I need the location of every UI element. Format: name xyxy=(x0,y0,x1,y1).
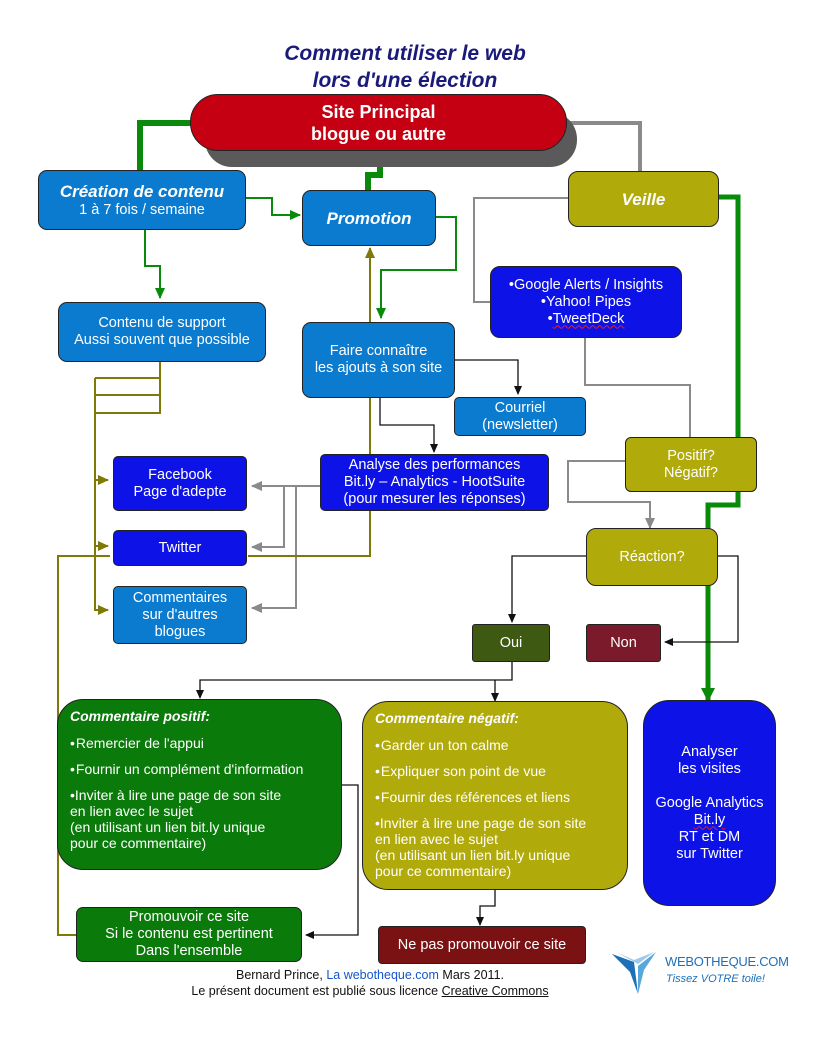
webotheque-logo-icon xyxy=(612,952,656,994)
analyser-node: Analyser les visites Google Analytics Bi… xyxy=(643,700,776,906)
promotion-node: Promotion xyxy=(302,190,436,246)
positif-line2: Négatif? xyxy=(663,464,718,481)
comment-positive-last-line: Inviter à lire une page de son site xyxy=(74,787,282,803)
courriel-node: Courriel (newsletter) xyxy=(454,397,586,436)
google-line3-text: TweetDeck xyxy=(552,310,625,327)
google-line1: •Google Alerts / Insights xyxy=(508,276,664,293)
comment-negative-last: •Inviter à lire une page de son site en … xyxy=(375,815,617,879)
facebook-line2: Page d'adepte xyxy=(133,483,227,500)
promotion-title: Promotion xyxy=(326,208,412,228)
support-line2: Aussi souvent que possible xyxy=(74,332,250,348)
google-line2-text: Yahoo! Pipes xyxy=(545,293,632,310)
promouvoir-node: Promouvoir ce site Si le contenu est per… xyxy=(76,907,302,962)
reaction-label: Réaction? xyxy=(619,548,685,565)
comment-negative-last-line: en lien avec le sujet xyxy=(375,831,498,847)
comment-positive-item: Fournir un complément d'information xyxy=(70,761,331,777)
comment-negative-header: Commentaire négatif: xyxy=(375,710,519,726)
credit-license-link[interactable]: Creative Commons xyxy=(441,984,549,998)
main-site-node: Site Principal blogue ou autre xyxy=(190,94,567,151)
facebook-node: Facebook Page d'adepte xyxy=(113,456,247,511)
comment-positive-last: •Inviter à lire une page de son site en … xyxy=(70,787,331,851)
creation-sub: 1 à 7 fois / semaine xyxy=(79,202,205,218)
twitter-node: Twitter xyxy=(113,530,247,566)
courriel-line1: Courriel xyxy=(494,399,546,416)
google-line3: •TweetDeck xyxy=(547,310,625,327)
credit-date: Mars 2011. xyxy=(442,968,505,982)
support-line1: Contenu de support xyxy=(98,315,226,331)
ne-pas-node: Ne pas promouvoir ce site xyxy=(378,926,586,964)
main-site-line1: Site Principal xyxy=(321,101,436,122)
google-line1-text: Google Alerts / Insights xyxy=(513,276,664,293)
analyse-line3: (pour mesurer les réponses) xyxy=(343,491,526,507)
credit-site-link[interactable]: La webotheque.com xyxy=(326,968,439,982)
comment-positive-last-line: pour ce commentaire) xyxy=(70,835,207,851)
comment-negative-item: Expliquer son point de vue xyxy=(375,763,617,779)
faire-line2: les ajouts à son site xyxy=(314,360,443,376)
veille-title: Veille xyxy=(621,189,666,209)
non-label: Non xyxy=(610,634,637,651)
comment-negative-node: Commentaire négatif: Garder un ton calme… xyxy=(362,701,628,890)
analyse-line1: Analyse des performances xyxy=(348,457,521,473)
courriel-line2: (newsletter) xyxy=(482,416,558,433)
faire-line1: Faire connaître xyxy=(329,343,428,359)
oui-label: Oui xyxy=(499,634,523,651)
support-node: Contenu de support Aussi souvent que pos… xyxy=(58,302,266,362)
analyser-line1: Analyser xyxy=(681,743,738,760)
comment-positive-header: Commentaire positif: xyxy=(70,708,211,724)
analyser-line3: Google Analytics xyxy=(655,794,764,811)
commentaires-line1: Commentaires xyxy=(132,589,228,606)
comment-positive-item: Remercier de l'appui xyxy=(70,735,331,751)
facebook-line1: Facebook xyxy=(148,466,212,483)
promouvoir-line3: Dans l'ensemble xyxy=(135,943,243,959)
creation-node: Création de contenu 1 à 7 fois / semaine xyxy=(38,170,246,230)
reaction-node: Réaction? xyxy=(586,528,718,586)
commentaires-line3: blogues xyxy=(154,623,206,640)
positif-line1: Positif? xyxy=(667,447,715,464)
webotheque-logo: WEBOTHEQUE.COM Tissez VOTRE toile! xyxy=(608,948,789,998)
veille-node: Veille xyxy=(568,171,719,227)
logo-tagline: Tissez VOTRE toile! xyxy=(666,973,765,985)
analyser-line5: RT et DM xyxy=(678,828,741,845)
positif-node: Positif? Négatif? xyxy=(625,437,757,492)
comment-negative-item: Fournir des références et liens xyxy=(375,789,617,805)
title-line2: lors d'une élection xyxy=(312,69,498,92)
comment-positive-last-line: (en utilisant un lien bit.ly unique xyxy=(70,819,266,835)
analyser-line4: Bit.ly xyxy=(693,811,726,828)
promouvoir-line2: Si le contenu est pertinent xyxy=(105,926,273,942)
comment-negative-last-line: (en utilisant un lien bit.ly unique xyxy=(375,847,571,863)
main-site-line2: blogue ou autre xyxy=(311,123,446,144)
non-node: Non xyxy=(586,624,661,662)
comment-positive-node: Commentaire positif: Remercier de l'appu… xyxy=(57,699,342,870)
twitter-label: Twitter xyxy=(158,539,202,556)
comment-negative-item: Garder un ton calme xyxy=(375,737,617,753)
analyser-line6: sur Twitter xyxy=(676,845,743,862)
analyse-node: Analyse des performances Bit.ly – Analyt… xyxy=(320,454,549,511)
comment-positive-last-line: en lien avec le sujet xyxy=(70,803,193,819)
credit-text: Bernard Prince, La webotheque.com Mars 2… xyxy=(160,967,580,999)
promouvoir-line1: Promouvoir ce site xyxy=(128,909,250,925)
commentaires-line2: sur d'autres xyxy=(142,606,218,623)
google-line2: •Yahoo! Pipes xyxy=(540,293,632,310)
oui-node: Oui xyxy=(472,624,550,662)
analyse-line2: Bit.ly – Analytics - HootSuite xyxy=(343,474,526,490)
title-line1: Comment utiliser le web xyxy=(284,42,526,65)
ne-pas-label: Ne pas promouvoir ce site xyxy=(397,936,567,953)
credit-author: Bernard Prince, xyxy=(235,968,323,982)
google-tools-node: •Google Alerts / Insights •Yahoo! Pipes … xyxy=(490,266,682,338)
analyser-line2: les visites xyxy=(678,760,741,777)
commentaires-node: Commentaires sur d'autres blogues xyxy=(113,586,247,644)
logo-name: WEBOTHEQUE.COM xyxy=(665,954,789,969)
diagram-title: Comment utiliser le web lors d'une élect… xyxy=(230,40,580,94)
credit-license-text: Le présent document est publié sous lice… xyxy=(191,984,439,998)
faire-node: Faire connaître les ajouts à son site xyxy=(302,322,455,398)
comment-negative-last-line: Inviter à lire une page de son site xyxy=(379,815,587,831)
comment-negative-last-line: pour ce commentaire) xyxy=(375,863,512,879)
creation-title: Création de contenu xyxy=(59,182,225,201)
